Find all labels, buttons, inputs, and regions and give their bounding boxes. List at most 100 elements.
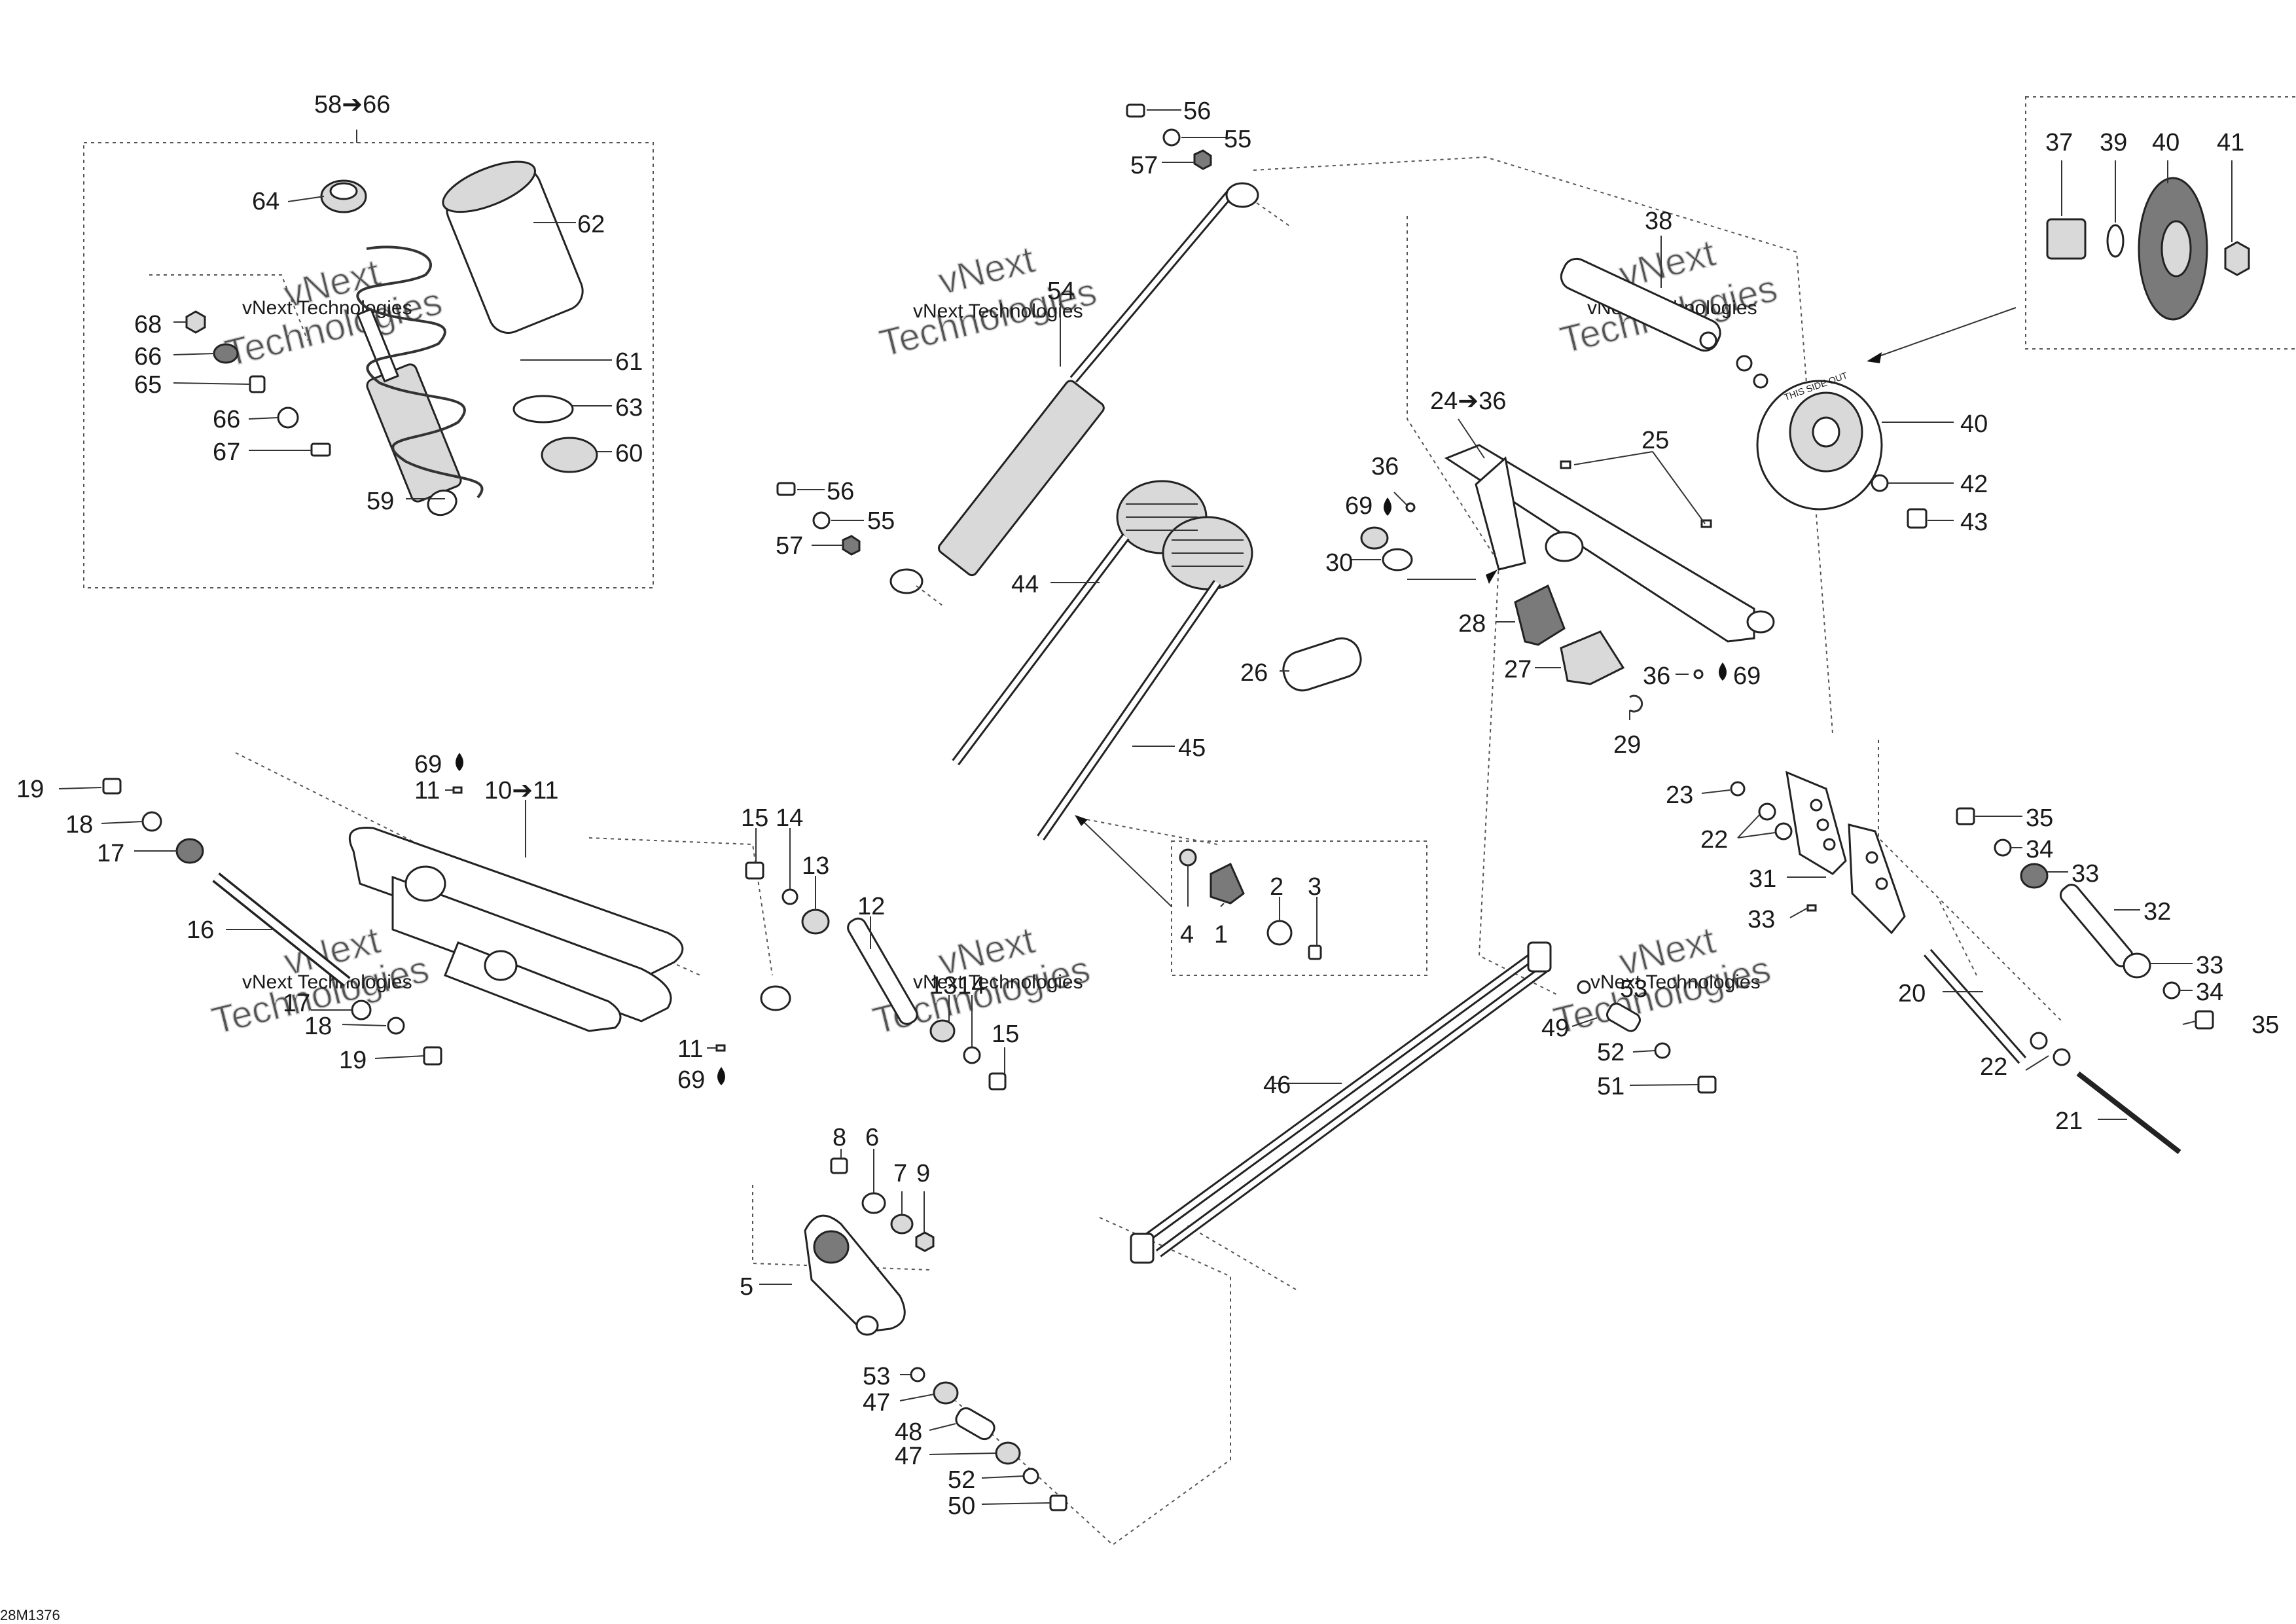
callout-18: 18 <box>65 811 93 839</box>
rear-bracket-right <box>1848 823 1906 935</box>
callout-14: 14 <box>776 804 803 832</box>
callout-54: 54 <box>1047 278 1075 305</box>
bolt <box>1956 807 1975 825</box>
callout-14: 14 <box>958 972 985 1000</box>
callout-30: 30 <box>1325 549 1353 577</box>
screw <box>1308 945 1322 960</box>
callout-34: 34 <box>2196 979 2223 1006</box>
slider-pad <box>1514 584 1566 646</box>
callout-46: 46 <box>1263 1072 1291 1099</box>
callout-12: 12 <box>857 893 885 920</box>
callout-25: 25 <box>1641 427 1669 454</box>
idler-wheel-frame <box>2025 96 2296 350</box>
washer <box>1730 781 1746 797</box>
callout-17: 17 <box>97 840 124 867</box>
rear-arm-tube <box>391 875 672 1022</box>
callout-53: 53 <box>863 1363 890 1390</box>
callout-59: 59 <box>367 488 394 515</box>
spacer <box>861 1192 886 1214</box>
callout-43: 43 <box>1960 509 1988 536</box>
spring-sleeve <box>1282 637 1362 692</box>
callout-15: 15 <box>992 1020 1019 1048</box>
washer <box>781 888 798 905</box>
callout-37: 37 <box>2045 129 2073 156</box>
washer <box>1699 331 1717 350</box>
washer <box>1162 128 1181 147</box>
watermark: vNext Technologies vNext Technologies <box>221 251 447 376</box>
bushing <box>929 1019 956 1043</box>
washer <box>2053 1048 2071 1066</box>
svg-text:vNext Technologies: vNext Technologies <box>913 300 1083 322</box>
callout-18: 18 <box>304 1013 332 1040</box>
tie-rod-end <box>1527 941 1552 973</box>
bushing-kit: 4 1 2 3 <box>1075 815 1322 960</box>
callout-4: 4 <box>1180 921 1194 948</box>
callout-11: 11 <box>677 1036 703 1063</box>
washer <box>963 1046 981 1064</box>
callout-22: 22 <box>1700 826 1728 854</box>
callout-56: 56 <box>1183 98 1211 125</box>
rear-shaft-hardware: 15 14 13 12 13 14 15 <box>741 804 1019 1091</box>
callout-33: 33 <box>2072 860 2099 888</box>
callout-47: 47 <box>895 1443 922 1470</box>
callout-10-11: 10➔11 <box>484 777 559 804</box>
rocker-arm-assembly: 8 6 7 9 5 53 47 48 47 52 50 <box>740 1124 1067 1520</box>
upper-eye <box>1225 182 1259 208</box>
center-shock-assembly: 56 55 57 54 56 55 57 <box>776 98 1290 606</box>
rear-shaft <box>847 917 918 1025</box>
front-arm-bracket <box>1475 456 1526 571</box>
sleeve <box>1606 1002 1641 1032</box>
washer <box>910 1367 925 1382</box>
callout-5: 5 <box>740 1273 753 1301</box>
bolt <box>423 1046 442 1066</box>
bushing <box>2046 218 2087 260</box>
callout-68: 68 <box>134 311 162 338</box>
grease-fitting <box>1693 669 1704 679</box>
callout-8: 8 <box>833 1124 846 1151</box>
callout-31: 31 <box>1749 865 1776 893</box>
washer <box>1871 474 1889 492</box>
callout-19: 19 <box>339 1047 367 1074</box>
washer <box>1577 980 1591 994</box>
callout-2: 2 <box>1270 873 1283 901</box>
callout-15: 15 <box>741 804 768 832</box>
callout-49: 49 <box>1541 1015 1569 1042</box>
washer <box>1736 355 1753 372</box>
bolt <box>310 442 331 457</box>
idler-axle <box>1560 257 1721 352</box>
callout-23: 23 <box>1666 782 1693 809</box>
bolt <box>1697 1075 1717 1094</box>
washer <box>2030 1032 2048 1050</box>
callout-34: 34 <box>2026 836 2053 863</box>
callout-33: 33 <box>1748 906 1775 933</box>
bolt <box>830 1157 848 1174</box>
callout-64: 64 <box>252 188 279 215</box>
callout-66: 66 <box>213 406 240 433</box>
grease-drop-icon <box>1719 662 1727 681</box>
callout-22: 22 <box>1980 1053 2007 1081</box>
shock-absorber-assembly: 58➔66 64 62 68 66 65 66 67 61 63 60 59 <box>134 91 643 516</box>
grease-fitting <box>715 1044 726 1052</box>
bushing <box>933 1381 959 1405</box>
callout-53: 53 <box>1620 975 1647 1003</box>
shock-eye <box>427 489 457 516</box>
nut <box>842 535 861 556</box>
callout-40: 40 <box>2152 129 2179 156</box>
callout-58-66: 58➔66 <box>314 91 390 118</box>
callout-69: 69 <box>1345 492 1372 520</box>
preload-adjuster <box>541 437 598 473</box>
bolt <box>1907 508 1928 529</box>
callout-20: 20 <box>1898 980 1926 1007</box>
washer <box>1774 822 1793 840</box>
circlip <box>1629 695 1643 713</box>
spring-retainer <box>320 179 367 213</box>
callout-52: 52 <box>1597 1039 1624 1066</box>
nut <box>1193 149 1212 170</box>
callout-17: 17 <box>283 990 310 1017</box>
washer <box>141 811 162 832</box>
grease-drop-icon <box>1384 497 1391 516</box>
callout-45: 45 <box>1178 734 1206 762</box>
callout-35: 35 <box>2026 804 2053 832</box>
grease-drop-icon <box>717 1067 725 1085</box>
callout-26: 26 <box>1240 659 1268 687</box>
